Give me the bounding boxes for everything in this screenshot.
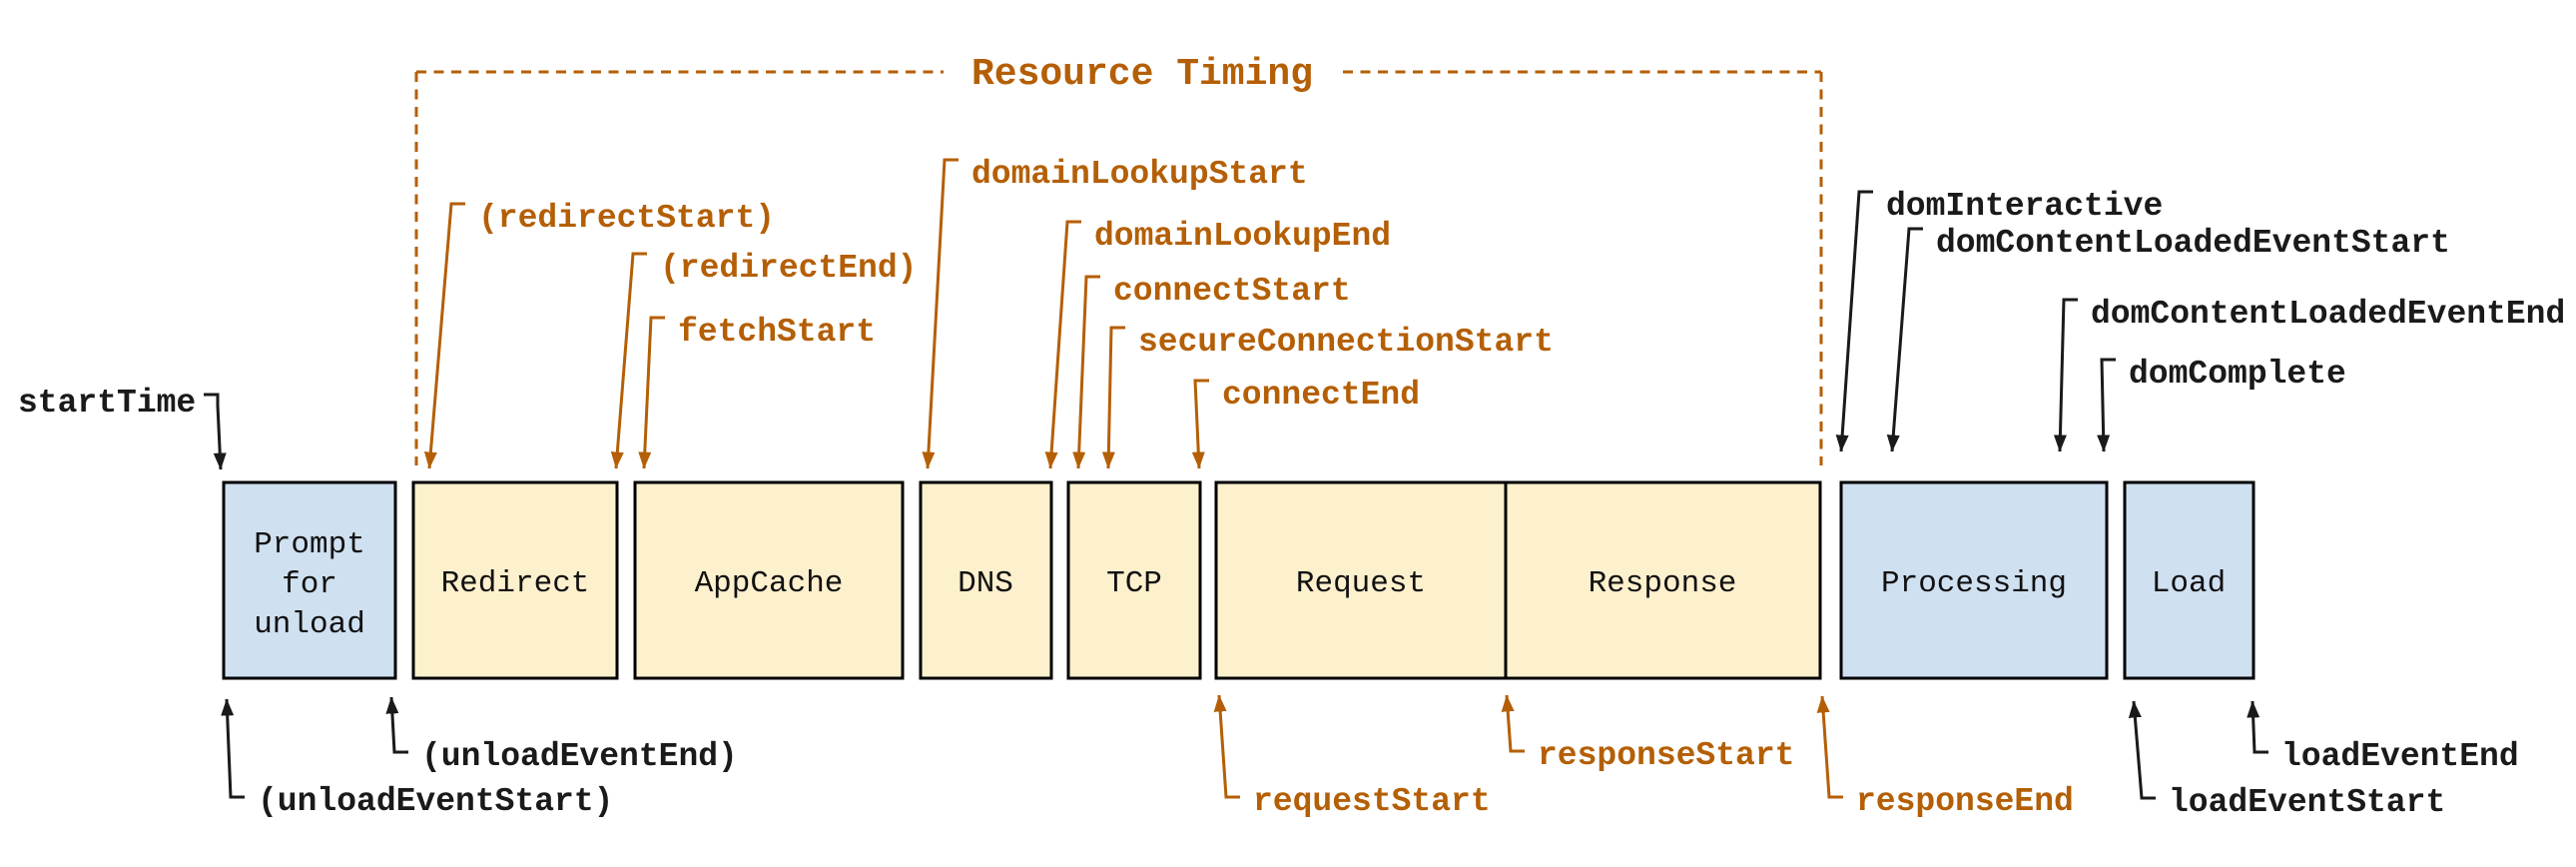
svg-text:(redirectStart): (redirectStart) xyxy=(478,200,775,237)
svg-text:for: for xyxy=(282,567,337,602)
svg-text:TCP: TCP xyxy=(1106,566,1162,601)
svg-text:domInteractive: domInteractive xyxy=(1886,188,2163,225)
svg-text:domainLookupStart: domainLookupStart xyxy=(971,156,1308,193)
svg-text:(unloadEventStart): (unloadEventStart) xyxy=(258,783,613,820)
svg-text:(unloadEventEnd): (unloadEventEnd) xyxy=(421,738,738,775)
svg-text:loadEventEnd: loadEventEnd xyxy=(2281,738,2519,775)
svg-text:unload: unload xyxy=(254,607,365,642)
svg-text:domainLookupEnd: domainLookupEnd xyxy=(1094,218,1391,255)
svg-text:domContentLoadedEventEnd: domContentLoadedEventEnd xyxy=(2091,296,2565,333)
svg-text:Prompt: Prompt xyxy=(254,527,365,562)
svg-text:Response: Response xyxy=(1589,566,1737,601)
svg-text:fetchStart: fetchStart xyxy=(678,314,876,351)
svg-text:requestStart: requestStart xyxy=(1253,783,1491,820)
svg-text:Request: Request xyxy=(1296,566,1426,601)
svg-text:responseStart: responseStart xyxy=(1538,737,1794,774)
svg-text:secureConnectionStart: secureConnectionStart xyxy=(1138,324,1554,361)
svg-text:connectStart: connectStart xyxy=(1113,273,1351,310)
svg-text:connectEnd: connectEnd xyxy=(1222,377,1420,414)
svg-text:domComplete: domComplete xyxy=(2129,356,2346,393)
svg-text:DNS: DNS xyxy=(958,566,1013,601)
svg-text:responseEnd: responseEnd xyxy=(1856,783,2074,820)
svg-text:(redirectEnd): (redirectEnd) xyxy=(660,250,917,287)
svg-text:Processing: Processing xyxy=(1881,566,2067,601)
svg-text:Redirect: Redirect xyxy=(441,566,590,601)
svg-text:startTime: startTime xyxy=(18,385,196,422)
svg-text:loadEventStart: loadEventStart xyxy=(2169,784,2445,821)
svg-text:domContentLoadedEventStart: domContentLoadedEventStart xyxy=(1936,225,2450,262)
svg-text:Resource Timing: Resource Timing xyxy=(971,53,1313,96)
svg-text:Load: Load xyxy=(2152,566,2226,601)
svg-text:AppCache: AppCache xyxy=(695,566,844,601)
